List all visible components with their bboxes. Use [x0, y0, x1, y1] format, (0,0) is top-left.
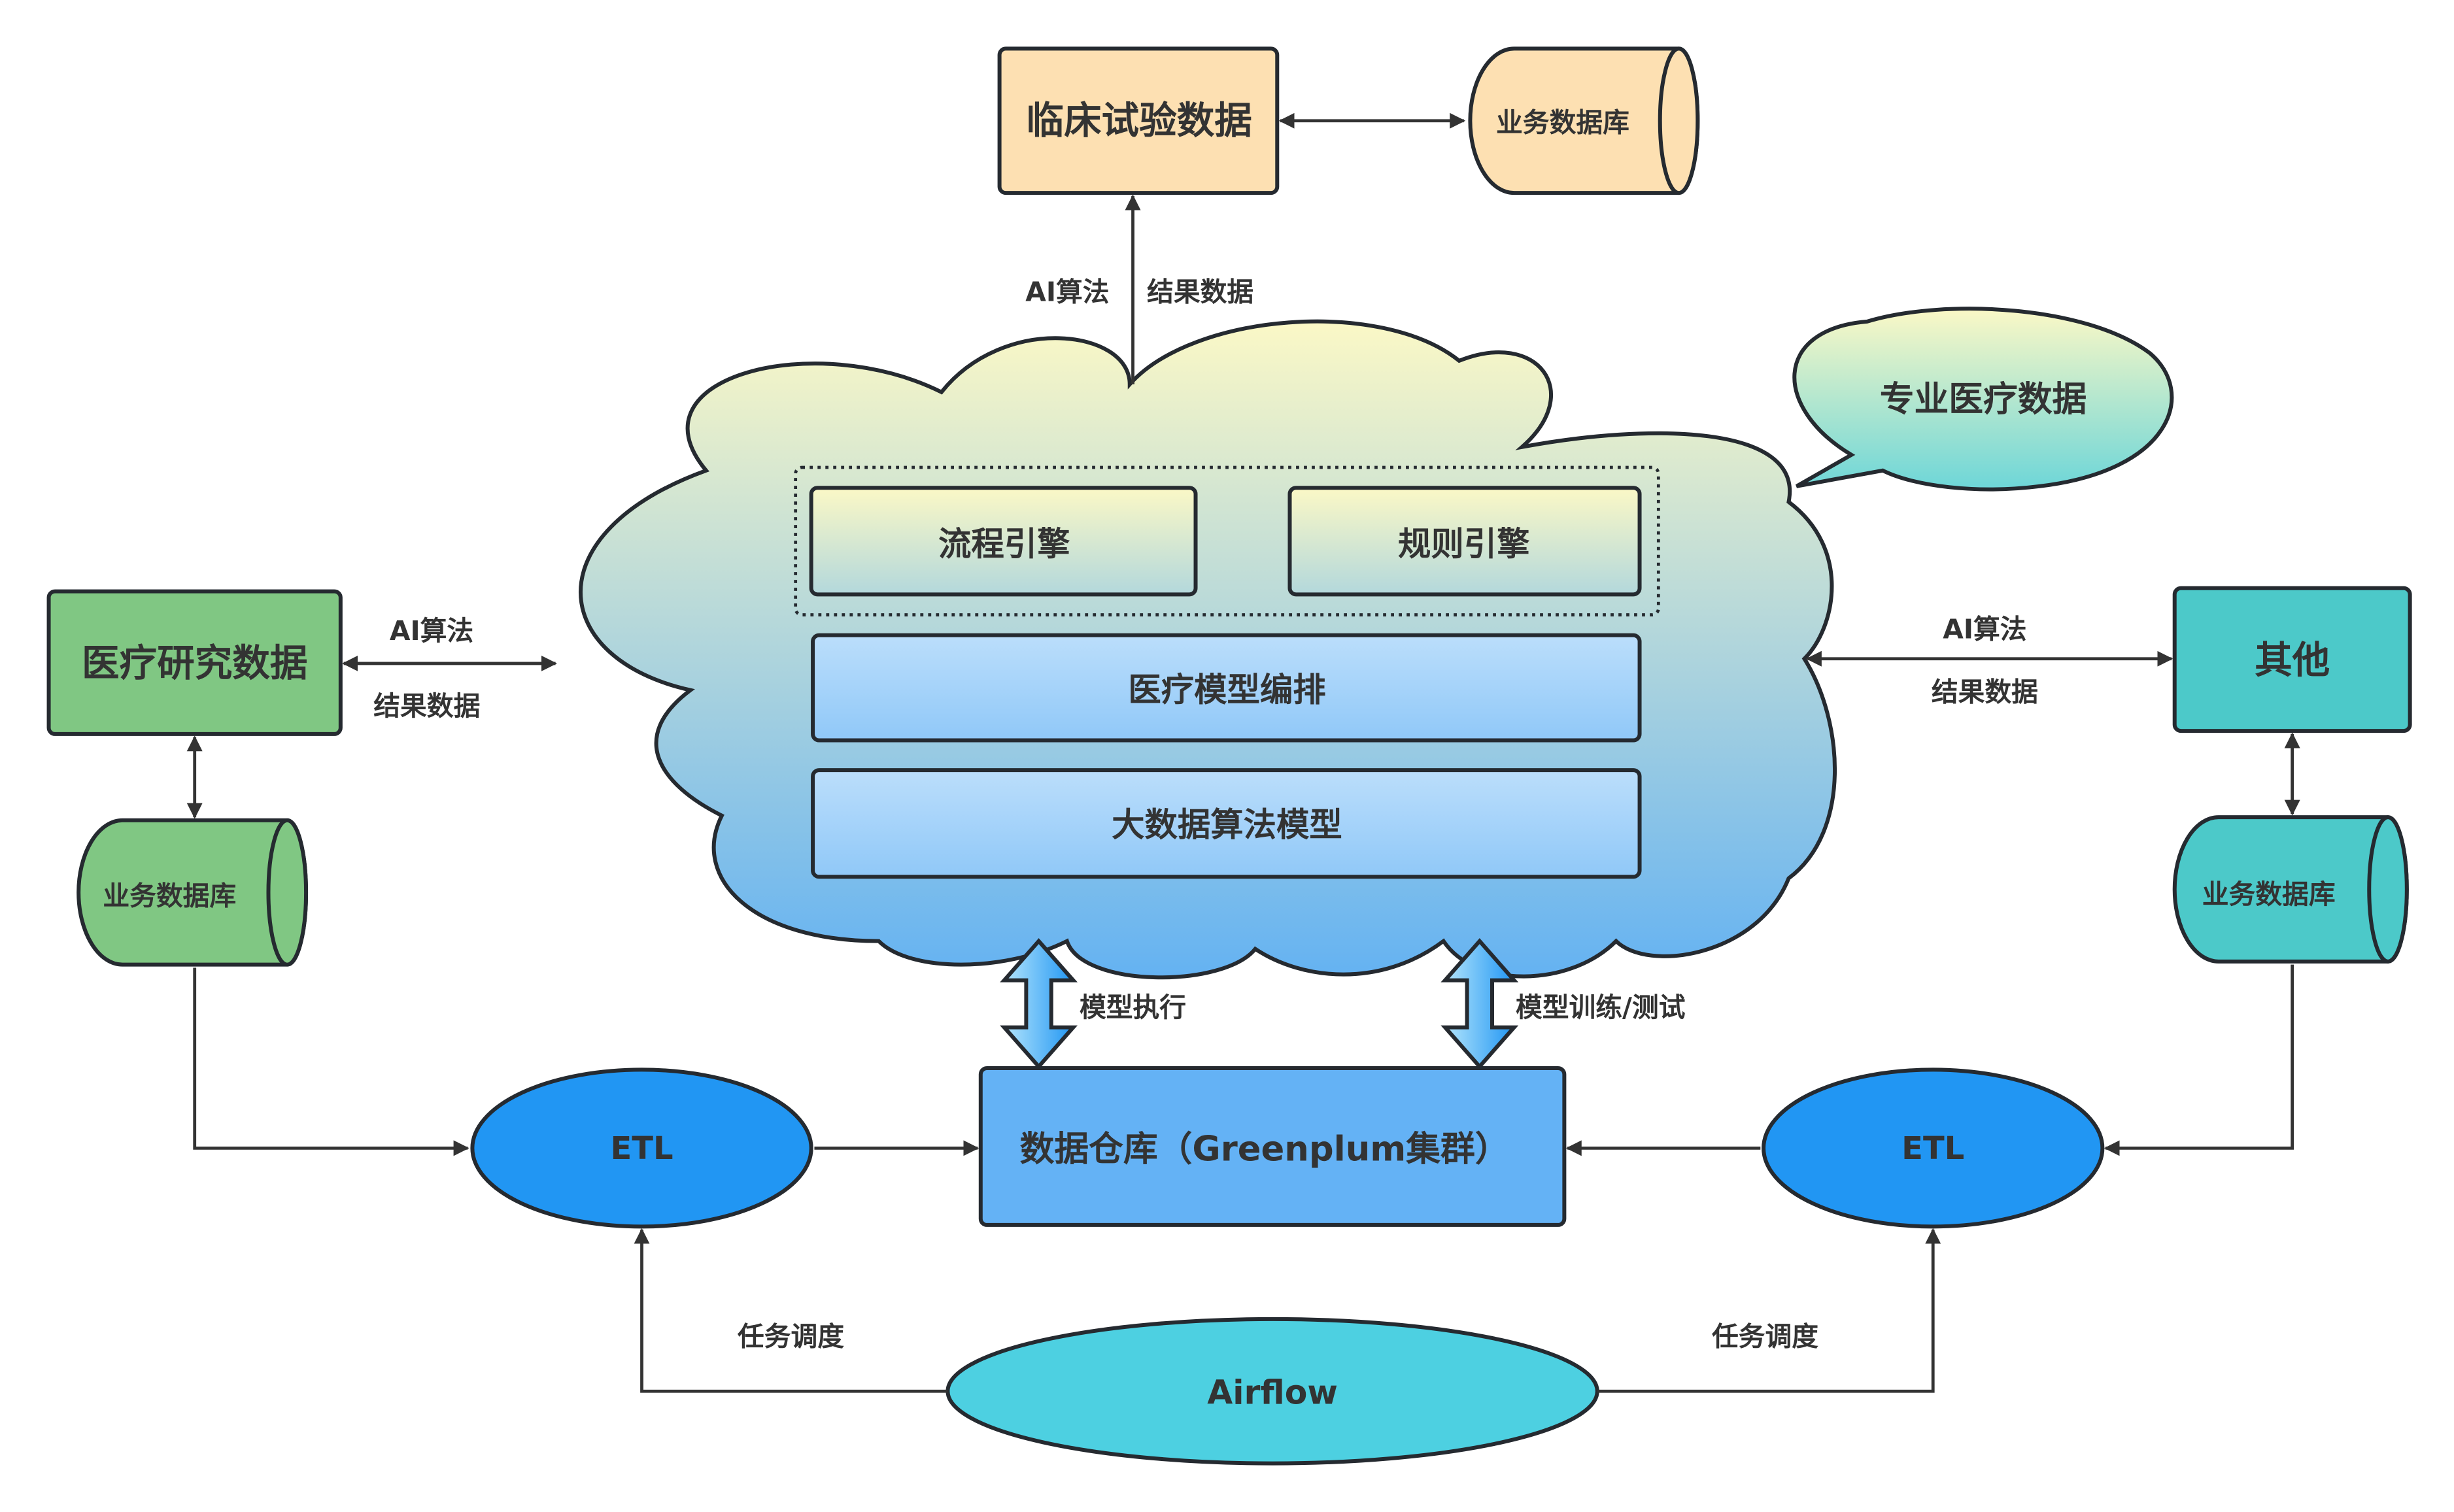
warehouse-box [978, 1066, 1567, 1227]
research-db-to-etl [193, 967, 469, 1156]
top-ai-label: AI算法 [1025, 277, 1109, 308]
etl-right [1762, 1067, 2105, 1229]
flow-engine-label: 流程引擎 [938, 524, 1070, 563]
other-data-box [2172, 586, 2412, 733]
clinical-db-label: 业务数据库 [1496, 107, 1629, 139]
research-data-box [46, 589, 343, 736]
airflow-to-etl-right [1597, 1228, 1941, 1393]
warehouse-label: 数据仓库（Greenplum集群） [1020, 1130, 1510, 1169]
engines-group [794, 465, 1660, 616]
other-db-to-etl [2104, 964, 2294, 1156]
clinical-db-cylinder [1468, 46, 1700, 195]
flow-engine-box [809, 486, 1198, 597]
other-db-cylinder [2172, 815, 2409, 964]
specialty-label: 专业医疗数据 [1880, 380, 2087, 420]
other-db-label: 业务数据库 [2202, 879, 2336, 910]
clinical-data-box [997, 46, 1280, 195]
right-result-label: 结果数据 [1932, 677, 2038, 708]
etl-left-label: ETL [611, 1130, 673, 1167]
model-exec-label: 模型执行 [1080, 992, 1186, 1023]
left-result-label: 结果数据 [373, 690, 480, 722]
etl-left [470, 1067, 813, 1229]
etl-right-label: ETL [1901, 1130, 1964, 1167]
bigdata-models-label: 大数据算法模型 [1112, 805, 1342, 844]
specialty-bubble [1792, 307, 2174, 492]
clinical-data-label: 临床试验数据 [1026, 99, 1252, 143]
top-result-label: 结果数据 [1147, 277, 1253, 308]
sched-left-label: 任务调度 [738, 1321, 844, 1352]
model-orchestration-label: 医疗模型编排 [1128, 671, 1325, 709]
bigdata-models-box [811, 768, 1642, 879]
research-db-cylinder [77, 818, 309, 967]
left-ai-label: AI算法 [390, 615, 473, 647]
other-data-label: 其他 [2255, 638, 2330, 682]
research-data-label: 医疗研究数据 [82, 641, 307, 685]
airflow-label: Airflow [1207, 1373, 1338, 1411]
research-db-label: 业务数据库 [103, 880, 236, 911]
rule-engine-box [1287, 486, 1642, 597]
model-orchestration-box [811, 633, 1642, 743]
sched-right-label: 任务调度 [1712, 1321, 1818, 1352]
airflow-to-etl-left [634, 1228, 948, 1393]
model-train-label: 模型训练/测试 [1516, 992, 1686, 1023]
right-ai-label: AI算法 [1943, 614, 2026, 645]
rule-engine-label: 规则引擎 [1398, 524, 1530, 563]
